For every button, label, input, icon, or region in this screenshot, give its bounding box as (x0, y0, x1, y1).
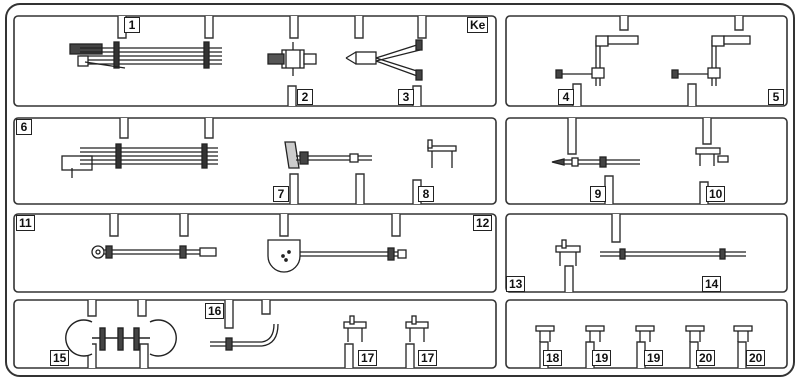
frame-panel-2 (13, 117, 497, 205)
part-9-rod (551, 156, 640, 168)
part-label-7: 7 (273, 186, 289, 202)
part-label-9: 9 (590, 186, 606, 202)
part-label-4: 4 (558, 89, 574, 105)
part-6-rod-bundle (61, 143, 218, 178)
part-20b-stand (733, 325, 753, 342)
part-4-crank (555, 35, 639, 86)
part-label-2: 2 (297, 89, 313, 105)
part-label-19b: 19 (644, 350, 664, 366)
part-label-15: 15 (50, 350, 70, 366)
part-5-crank (671, 35, 751, 86)
part-14-rod (600, 248, 746, 260)
part-2-scope (267, 42, 317, 76)
frame-panel-8 (505, 299, 788, 369)
part-13-stand (555, 239, 581, 266)
part-label-14: 14 (702, 276, 722, 292)
part-1-rod-bundle (69, 41, 222, 69)
part-label-19a: 19 (592, 350, 612, 366)
part-16-bent-rod (210, 323, 279, 351)
part-label-8: 8 (418, 186, 434, 202)
part-label-20b: 20 (746, 350, 766, 366)
part-19b-stand (635, 325, 655, 342)
part-7-tool (284, 141, 372, 169)
part-label-17a: 17 (358, 350, 378, 366)
part-19a-stand (585, 325, 605, 342)
small-stands (343, 315, 753, 342)
part-11-rod (91, 245, 217, 259)
frame-panel-5 (505, 15, 788, 107)
part-label-11: 11 (16, 215, 35, 231)
part-label-16: 16 (205, 303, 225, 319)
part-label-3: 3 (398, 89, 414, 105)
part-20a-stand (685, 325, 705, 342)
part-12-shovel (267, 239, 407, 273)
part-label-1: 1 (124, 17, 140, 33)
part-label-5: 5 (768, 89, 784, 105)
part-3-bipod (345, 39, 423, 81)
part-label-12: 12 (473, 215, 493, 231)
part-label-18: 18 (543, 350, 563, 366)
frame-panel-6 (505, 117, 788, 205)
part-label-20a: 20 (696, 350, 716, 366)
part-label-17b: 17 (418, 350, 438, 366)
part-15-clamp (65, 319, 177, 357)
outer-frame (5, 3, 795, 377)
frame-panel-7 (505, 213, 788, 293)
sprue-code-label: Ke (467, 17, 489, 33)
frame-panel-4 (13, 299, 497, 369)
part-17b-stand (405, 315, 429, 342)
part-8-stand (427, 139, 457, 168)
part-10-fitting (695, 147, 729, 166)
part-label-6: 6 (16, 119, 32, 135)
part-label-13: 13 (506, 276, 526, 292)
part-18-stand (535, 325, 555, 342)
frame-panel-1 (13, 15, 497, 107)
frame-panel-3 (13, 213, 497, 293)
part-label-10: 10 (706, 186, 726, 202)
part-17a-stand (343, 315, 367, 342)
